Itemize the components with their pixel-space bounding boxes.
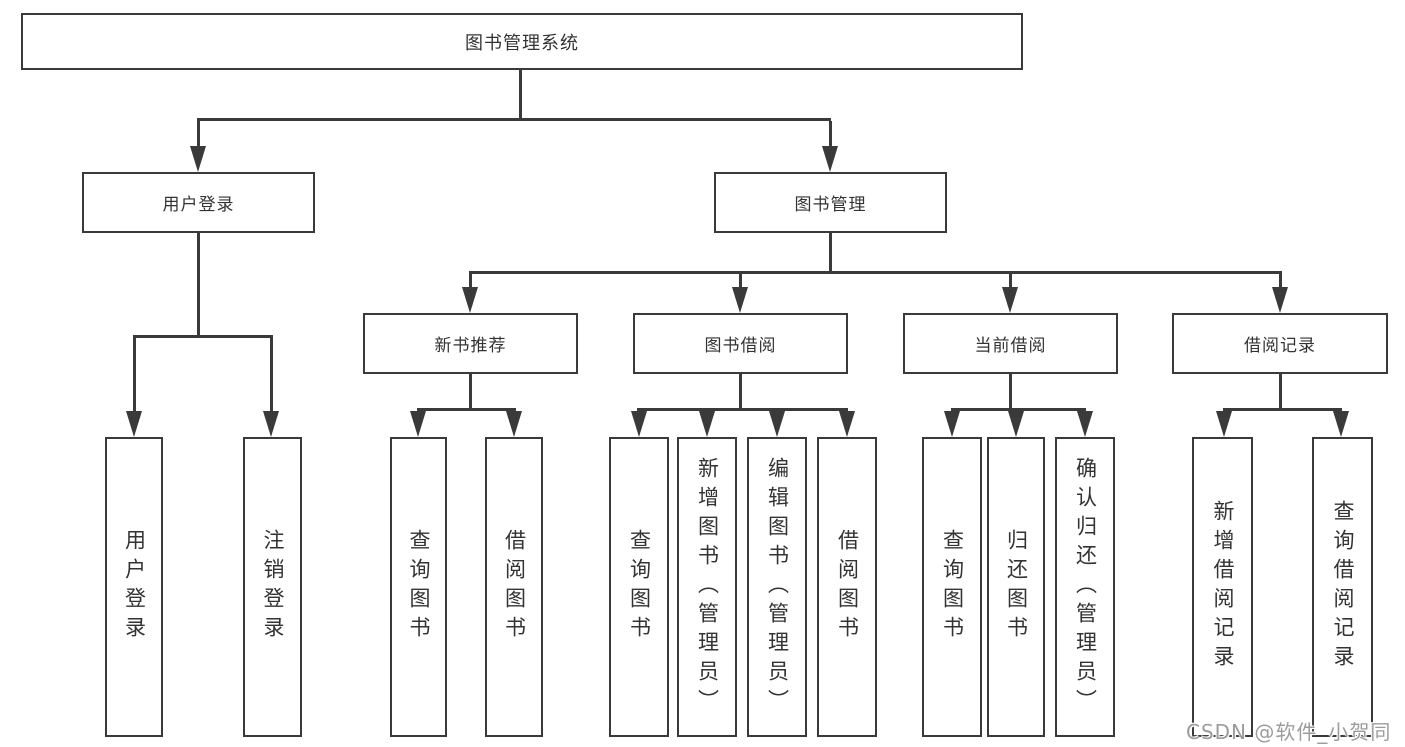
connector-borrow-records-trunk [1279,374,1282,408]
leaf-label: 归还图书 [1004,529,1029,645]
node-label: 用户登录 [162,195,235,215]
node-label: 图书管理 [794,195,867,215]
leaf-label: 编辑图书（管理员） [765,456,790,718]
arrowhead-down-icon [944,411,960,437]
connector-stub [270,338,273,413]
leaf-label: 查询图书 [627,529,652,645]
connector-current-borrow-split [951,408,1086,411]
connector-current-borrow-trunk [1009,374,1012,408]
node-borrow-records: 借阅记录 [1172,313,1388,374]
connector-new-book-trunk [469,374,472,408]
connector-level2-split [197,118,831,121]
node-label: 借阅记录 [1244,336,1316,356]
leaf-label: 确认归还（管理员） [1073,456,1098,718]
leaf-query-books: 查询图书 [609,437,669,737]
connector-user-login-split [133,335,273,338]
leaf-add-borrow-record: 新增借阅记录 [1192,437,1253,737]
leaf-label: 查询图书 [940,529,965,645]
node-label: 当前借阅 [974,336,1047,356]
leaf-borrow-books: 借阅图书 [485,437,543,737]
leaf-label: 新增借阅记录 [1211,500,1235,674]
arrowhead-down-icon [410,411,426,437]
node-label: 图书管理系统 [465,32,579,54]
connector-stub [829,121,832,147]
connector-stub [1009,274,1012,288]
leaf-label: 注销登录 [261,529,285,645]
leaf-user-login: 用户登录 [105,437,163,737]
connector-root-trunk [519,68,522,118]
leaf-label: 查询图书 [407,529,431,645]
leaf-label: 查询借阅记录 [1331,500,1355,674]
arrowhead-down-icon [506,411,522,437]
connector-borrow-records-split [1223,408,1342,411]
arrowhead-down-icon [1272,287,1288,313]
connector-stub [197,121,200,147]
arrowhead-down-icon [631,411,647,437]
arrowhead-down-icon [1333,411,1349,437]
leaf-borrow-books: 借阅图书 [817,437,877,737]
leaf-logout: 注销登录 [243,437,302,737]
arrowhead-down-icon [822,146,838,172]
leaf-query-borrow-record: 查询借阅记录 [1312,437,1373,737]
node-book-borrow: 图书借阅 [633,313,848,374]
node-book-management: 图书管理 [714,172,947,233]
leaf-label: 用户登录 [122,529,147,645]
node-new-book-recommend: 新书推荐 [363,313,578,374]
arrowhead-down-icon [769,411,785,437]
arrowhead-down-icon [126,411,142,437]
node-label: 新书推荐 [434,336,507,356]
arrowhead-down-icon [1008,411,1024,437]
arrowhead-down-icon [732,287,748,313]
arrowhead-down-icon [839,411,855,437]
leaf-query-books: 查询图书 [390,437,447,737]
connector-stub [739,274,742,288]
connector-book-borrow-split [637,408,848,411]
connector-user-login-trunk [197,233,200,335]
leaf-edit-book-admin: 编辑图书（管理员） [747,437,807,737]
node-library-management-system: 图书管理系统 [21,13,1023,70]
arrowhead-down-icon [263,411,279,437]
leaf-label: 借阅图书 [502,529,527,645]
leaf-label: 新增图书（管理员） [695,456,720,718]
leaf-query-books: 查询图书 [922,437,982,737]
connector-stub [1279,274,1282,288]
arrowhead-down-icon [1077,411,1093,437]
leaf-confirm-return-admin: 确认归还（管理员） [1055,437,1115,737]
arrowhead-down-icon [462,287,478,313]
leaf-add-book-admin: 新增图书（管理员） [677,437,737,737]
arrowhead-down-icon [1216,411,1232,437]
connector-book-management-trunk [829,233,832,271]
connector-stub [469,274,472,288]
node-current-borrow: 当前借阅 [903,313,1118,374]
connector-level3-split [469,271,1282,274]
leaf-label: 借阅图书 [835,529,860,645]
node-label: 图书借阅 [704,336,777,356]
connector-book-borrow-trunk [739,374,742,408]
arrowhead-down-icon [190,146,206,172]
node-user-login: 用户登录 [82,172,315,233]
arrowhead-down-icon [1002,287,1018,313]
connector-stub [133,338,136,413]
arrowhead-down-icon [699,411,715,437]
leaf-return-book: 归还图书 [987,437,1045,737]
csdn-watermark: CSDN @软件_小贺同学 [1186,720,1392,744]
connector-new-book-split [417,408,516,411]
